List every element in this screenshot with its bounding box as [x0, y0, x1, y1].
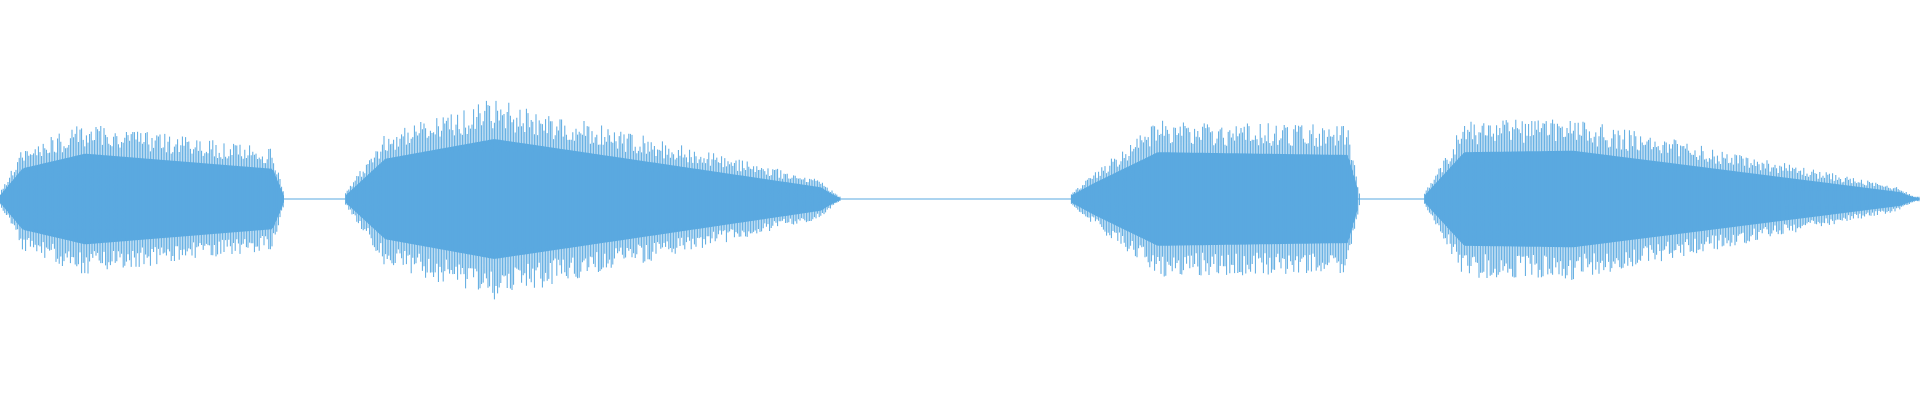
- waveform-clip-1: [0, 126, 284, 274]
- waveform-segments: [0, 100, 1920, 300]
- waveform-clip-4: [1424, 119, 1920, 280]
- waveform-clip-2: [345, 100, 841, 300]
- waveform-clip-3-spikes: [1070, 120, 1360, 277]
- waveform-clip-3: [1070, 120, 1360, 277]
- waveform-clip-2-spikes: [345, 100, 841, 300]
- waveform-clip-1-spikes: [0, 126, 284, 274]
- waveform-clip-4-spikes: [1424, 119, 1920, 280]
